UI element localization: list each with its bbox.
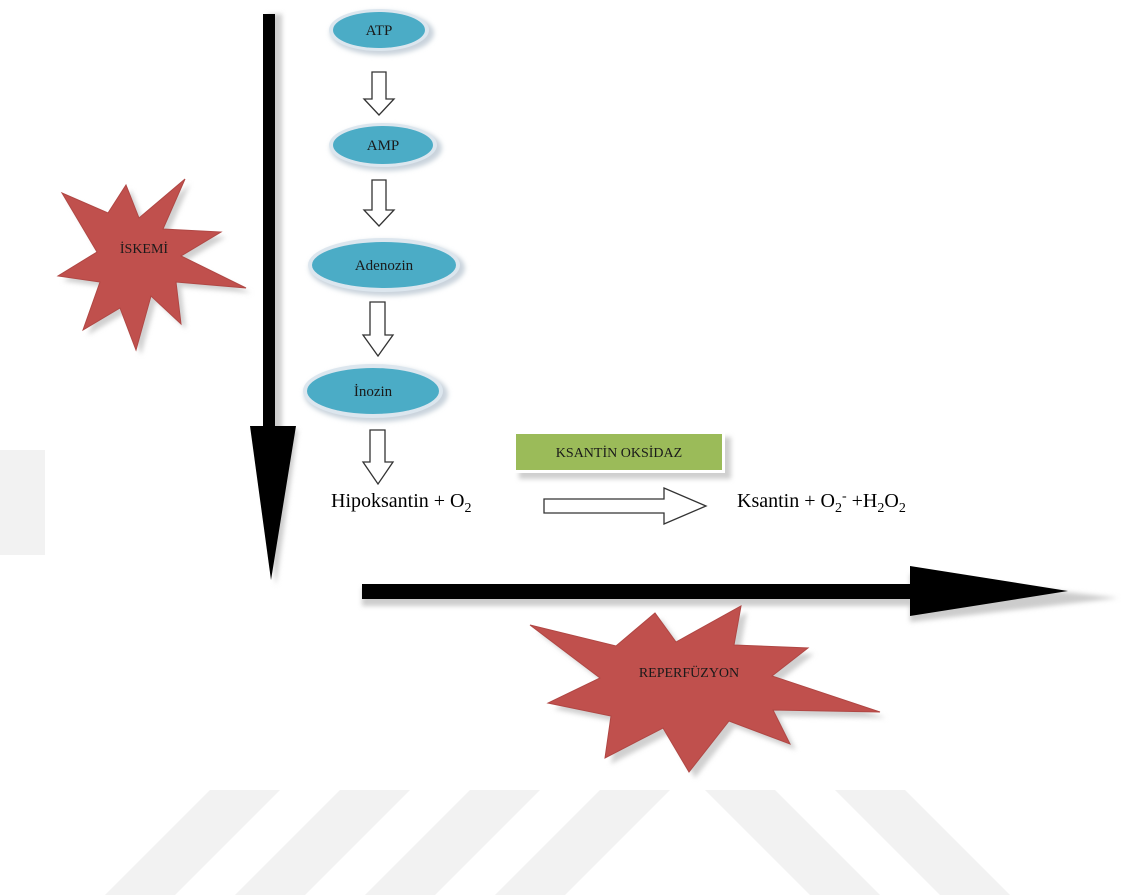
product-mid: +H (847, 490, 878, 512)
ischemia-burst: İSKEMİ (56, 178, 251, 355)
substrate-plus: + O (429, 490, 465, 512)
product-subscript-3: 2 (899, 501, 906, 516)
reperfusion-label: REPERFÜZYON (639, 664, 739, 681)
down-arrow-1 (362, 71, 396, 116)
product-equation: Ksantin + O2- +H2O2 (737, 489, 906, 516)
reaction-arrow (543, 487, 708, 525)
down-arrow-2 (362, 179, 396, 227)
node-atp: ATP (329, 9, 434, 55)
node-label: AMP (367, 138, 400, 154)
substrate-name: Hipoksantin (331, 490, 429, 512)
product-subscript-1: 2 (835, 501, 842, 516)
node-label: Adenozin (355, 258, 414, 274)
product-superscript: - (842, 489, 847, 504)
down-arrow-3 (361, 301, 395, 358)
node-inozin: İnozin (303, 364, 448, 422)
down-arrow-4 (361, 429, 395, 486)
substrate-equation: Hipoksantin + O2 (331, 490, 472, 516)
watermark-stripes (0, 450, 1010, 895)
reperfusion-burst: REPERFÜZYON (529, 605, 886, 778)
ischemia-arrow (250, 14, 298, 585)
product-subscript-2: 2 (877, 501, 884, 516)
node-label: ATP (366, 23, 393, 39)
ischemia-label: İSKEMİ (120, 241, 169, 257)
reperfusion-arrow (362, 566, 1118, 622)
node-label: İnozin (354, 384, 393, 400)
node-adenozin: Adenozin (308, 238, 465, 296)
product-text: Ksantin + O (737, 490, 835, 512)
substrate-subscript: 2 (465, 501, 472, 516)
enzyme-label: KSANTİN OKSİDAZ (556, 445, 682, 461)
product-o: O (884, 490, 898, 512)
enzyme-box: KSANTİN OKSİDAZ (513, 431, 731, 479)
node-amp: AMP (329, 123, 442, 171)
